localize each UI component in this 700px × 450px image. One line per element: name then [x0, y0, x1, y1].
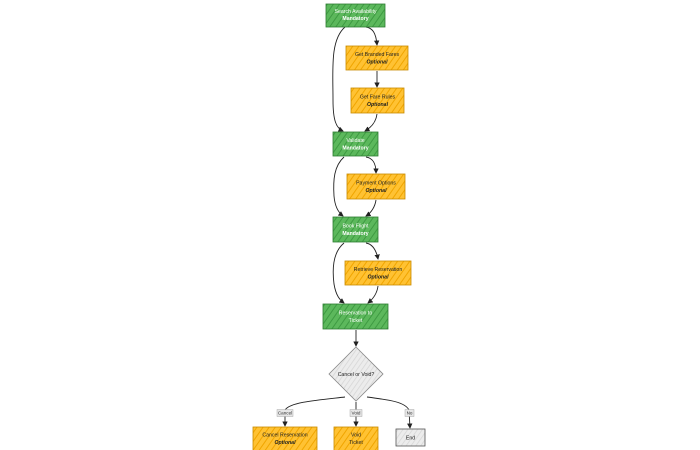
- edge-book-to-reservation: [332, 242, 345, 304]
- node-payment-options-title: Payment Options: [356, 181, 396, 187]
- node-get-branded-fares-subtitle: Optional: [366, 60, 388, 66]
- node-cancel-reservation[interactable]: Cancel Reservation Optional: [252, 426, 318, 450]
- node-retrieve-reservation[interactable]: Retrieve Reservation Optional: [344, 260, 412, 286]
- node-get-fare-rules[interactable]: Get Fare Rules Optional: [350, 87, 405, 114]
- node-retrieve-reservation-title: Retrieve Reservation: [354, 267, 403, 273]
- node-book-flight[interactable]: Book Flight Mandatory: [332, 216, 379, 243]
- edge-rules-to-validate: [364, 113, 378, 132]
- edge-validate-to-payment: [365, 156, 379, 174]
- node-search-availability-subtitle: Mandatory: [342, 16, 368, 22]
- edge-label-no-text: No: [407, 411, 413, 416]
- node-cancel-reservation-title: Cancel Reservation: [262, 433, 307, 439]
- node-end[interactable]: End: [395, 428, 426, 447]
- node-payment-options-subtitle: Optional: [365, 188, 387, 194]
- edge-label-cancel: Cancel: [276, 409, 294, 417]
- node-search-availability-title: Search Availability: [334, 9, 376, 15]
- node-book-flight-subtitle: Mandatory: [342, 231, 368, 237]
- node-validate[interactable]: Validate Mandatory: [332, 131, 379, 157]
- node-reservation-to-ticket[interactable]: Reservation to Ticket: [322, 303, 389, 330]
- node-void-ticket-subtitle: Ticket: [349, 440, 363, 446]
- node-validate-title: Validate: [346, 138, 364, 144]
- edge-validate-to-book: [333, 156, 345, 217]
- node-end-title: End: [406, 436, 415, 442]
- node-validate-subtitle: Mandatory: [342, 146, 368, 152]
- edge-label-void: Void: [349, 409, 363, 417]
- node-cancel-or-void-title: Cancel or Void?: [338, 372, 375, 378]
- edge-book-to-retrieve: [365, 242, 380, 260]
- node-get-branded-fares-title: Get Branded Fares: [355, 52, 400, 58]
- node-cancel-reservation-subtitle: Optional: [274, 440, 296, 446]
- node-cancel-or-void-decision[interactable]: Cancel or Void?: [328, 346, 384, 402]
- edge-search-to-validate: [332, 26, 346, 132]
- node-void-ticket[interactable]: Void Ticket: [333, 426, 379, 450]
- node-get-fare-rules-subtitle: Optional: [367, 102, 389, 108]
- node-void-ticket-title: Void: [351, 433, 361, 439]
- node-reservation-to-ticket-title: Reservation to: [339, 311, 373, 317]
- node-retrieve-reservation-subtitle: Optional: [367, 275, 389, 281]
- edge-payment-to-book: [365, 199, 377, 217]
- node-payment-options[interactable]: Payment Options Optional: [346, 173, 406, 200]
- edge-decision-to-cancel: [282, 396, 346, 427]
- edge-label-void-text: Void: [352, 411, 361, 416]
- node-get-branded-fares[interactable]: Get Branded Fares Optional: [345, 45, 409, 71]
- node-search-availability[interactable]: Search Availability Mandatory: [325, 3, 386, 28]
- edge-label-cancel-text: Cancel: [278, 411, 292, 416]
- node-reservation-to-ticket-subtitle: Ticket: [349, 318, 363, 324]
- edge-retrieve-to-reservation: [367, 285, 379, 304]
- node-book-flight-title: Book Flight: [343, 224, 370, 230]
- edge-decision-to-end: [366, 396, 413, 429]
- node-get-fare-rules-title: Get Fare Rules: [360, 95, 396, 101]
- edge-search-to-branded: [365, 26, 380, 46]
- edge-label-no: No: [404, 409, 415, 417]
